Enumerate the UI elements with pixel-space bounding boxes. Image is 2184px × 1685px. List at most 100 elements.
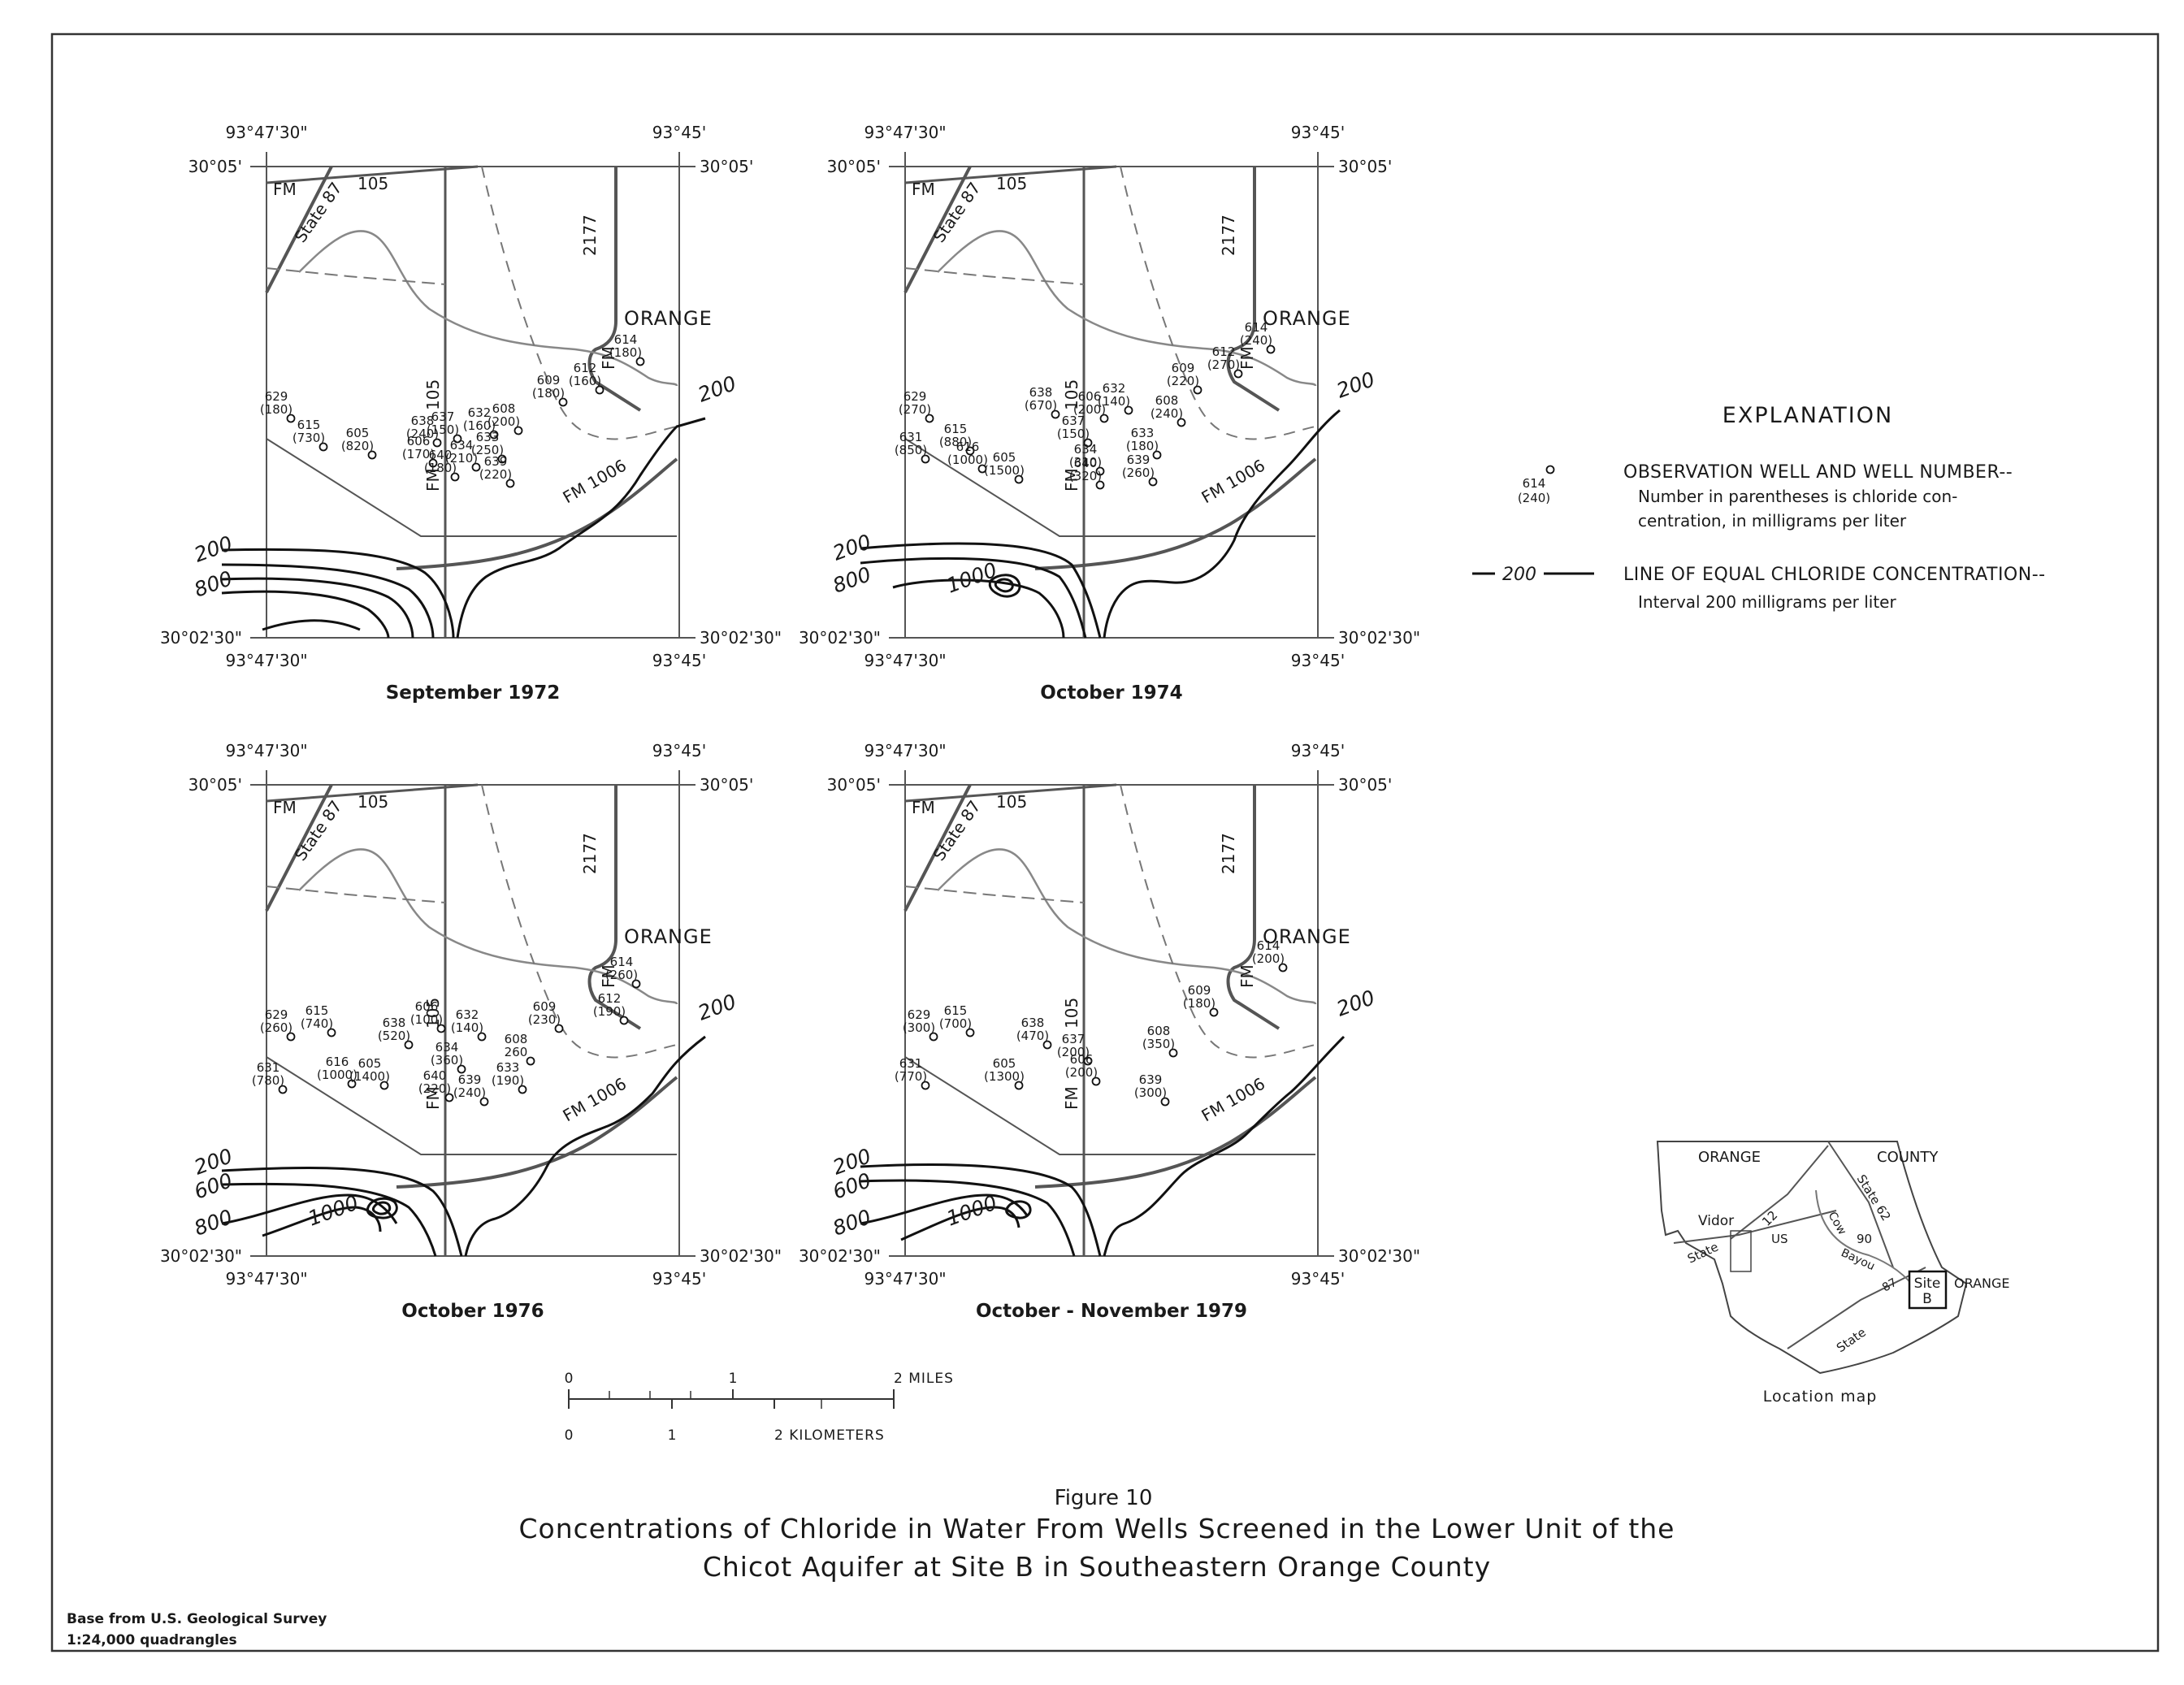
well-number: 606 — [415, 999, 439, 1014]
fm-105-road — [904, 165, 1117, 184]
well-concentration: (240) — [453, 1085, 486, 1100]
scale-miles-0: 0 — [565, 1371, 574, 1387]
well-number: 640 — [423, 1068, 447, 1083]
well-concentration: (230) — [528, 1012, 561, 1027]
well-marker — [404, 1040, 414, 1050]
well-concentration: (850) — [895, 443, 927, 457]
well-concentration: (1000) — [317, 1068, 358, 1082]
well-number: 638 — [383, 1016, 406, 1030]
well-number: 605 — [358, 1056, 382, 1071]
coord-south-left: 30°02'30" — [160, 628, 242, 648]
well-marker — [453, 434, 462, 444]
boundary-line — [266, 438, 677, 537]
road-105-vertical-label: 105 — [1062, 998, 1081, 1029]
coord-east-bottom: 93°45' — [652, 1269, 706, 1289]
map-caption: October 1974 — [1040, 682, 1182, 704]
well-desc-1: Number in parentheses is chloride con- — [1638, 487, 1957, 506]
loc-cow-label: Cow — [1826, 1210, 1849, 1237]
well-concentration: 260 — [505, 1045, 528, 1059]
well-concentration: (350) — [1142, 1037, 1175, 1051]
well-concentration: (1300) — [984, 1069, 1025, 1084]
fm-2177-road — [587, 785, 642, 1030]
boundary-line — [904, 1056, 1315, 1155]
state-87-road — [904, 166, 972, 293]
well-number: 633 — [476, 430, 500, 444]
loc-road-12 — [1730, 1145, 1829, 1240]
well-concentration: (250) — [471, 443, 504, 457]
well-marker — [1014, 474, 1024, 484]
well-number: 616 — [326, 1055, 349, 1069]
fm-label: FM — [273, 798, 297, 817]
well-concentration: (470) — [1016, 1029, 1049, 1043]
well-marker — [286, 1032, 296, 1042]
well-number: 614 — [614, 332, 638, 347]
well-number: 639 — [458, 1072, 482, 1087]
well-number: 605 — [993, 450, 1016, 465]
well-marker — [1051, 409, 1060, 419]
well-number: 608 — [492, 401, 516, 416]
well-marker — [477, 1032, 487, 1042]
well-concentration: (260) — [260, 1020, 292, 1035]
fm-vertical-label: FM — [599, 964, 618, 988]
well-number: 615 — [297, 418, 321, 432]
fm-2177-road — [1226, 167, 1280, 412]
chloride-contour — [366, 1197, 398, 1219]
well-concentration: (190) — [593, 1004, 626, 1019]
well-number: 609 — [533, 999, 557, 1014]
well-marker — [977, 464, 987, 474]
well-number: 616 — [956, 440, 980, 454]
well-marker — [921, 1081, 930, 1090]
coord-west-top: 93°47'30" — [225, 123, 307, 142]
state-87-label: State 87 — [290, 179, 345, 246]
figure-title: Figure 10 Concentrations of Chloride in … — [519, 1486, 1675, 1583]
chloride-contour — [221, 1193, 398, 1225]
well-number: 631 — [257, 1060, 280, 1075]
chloride-contour — [860, 557, 1087, 639]
well-concentration: (200) — [1065, 1065, 1098, 1080]
site-b-box — [1908, 1270, 1948, 1310]
well-number: 639 — [1139, 1072, 1163, 1087]
well-concentration: (670) — [1025, 398, 1057, 413]
well-marker — [457, 1064, 466, 1074]
well-marker — [1091, 1076, 1101, 1086]
coord-north-left: 30°05' — [827, 775, 881, 795]
well-concentration: (190) — [492, 1073, 524, 1088]
orange-label: ORANGE — [1263, 925, 1351, 948]
well-marker — [489, 430, 499, 440]
well-number: 614 — [1245, 320, 1268, 335]
chloride-contour — [221, 590, 390, 639]
well-marker — [1266, 344, 1276, 354]
well-marker — [1014, 1081, 1024, 1090]
loc-us-label: US — [1771, 1232, 1788, 1246]
fm-vertical-lower-label: FM — [423, 1086, 443, 1110]
coord-east-top: 93°45' — [652, 123, 706, 142]
well-number: 638 — [411, 414, 435, 428]
well-concentration: (220) — [1167, 374, 1199, 388]
loc-site-label: Site — [1914, 1276, 1941, 1292]
well-concentration: (780) — [252, 1073, 284, 1088]
well-concentration: (200) — [1252, 951, 1285, 966]
well-number: 615 — [306, 1003, 329, 1018]
fm-vertical-label: FM — [1237, 346, 1257, 370]
well-concentration: (260) — [605, 968, 638, 982]
well-marker — [1042, 1040, 1052, 1050]
well-concentration: (700) — [939, 1016, 972, 1031]
contour-label: 200 — [830, 530, 874, 565]
well-number: 637 — [1062, 1032, 1086, 1046]
map-caption: September 1972 — [386, 682, 561, 704]
well-concentration: (220) — [418, 1081, 451, 1096]
well-concentration: (260) — [1122, 466, 1155, 480]
well-concentration: (150) — [1057, 427, 1090, 441]
well-number: 606 — [1070, 1052, 1094, 1067]
contour-label: 200 — [191, 531, 236, 567]
coord-west-bottom: 93°47'30" — [864, 1269, 946, 1289]
well-concentration: (140) — [451, 1020, 483, 1035]
boundary-line — [904, 438, 1315, 537]
fm-1006-label: FM 1006 — [560, 1074, 630, 1126]
well-concentration: (270) — [899, 402, 931, 417]
state-87-road — [904, 784, 972, 912]
chloride-contour — [464, 1035, 706, 1257]
coord-west-top: 93°47'30" — [225, 741, 307, 760]
fm-vertical-lower-label: FM — [423, 468, 443, 492]
map-panels: 93°47'30"93°45'30°05'30°05'30°02'30"30°0… — [160, 123, 1420, 1322]
